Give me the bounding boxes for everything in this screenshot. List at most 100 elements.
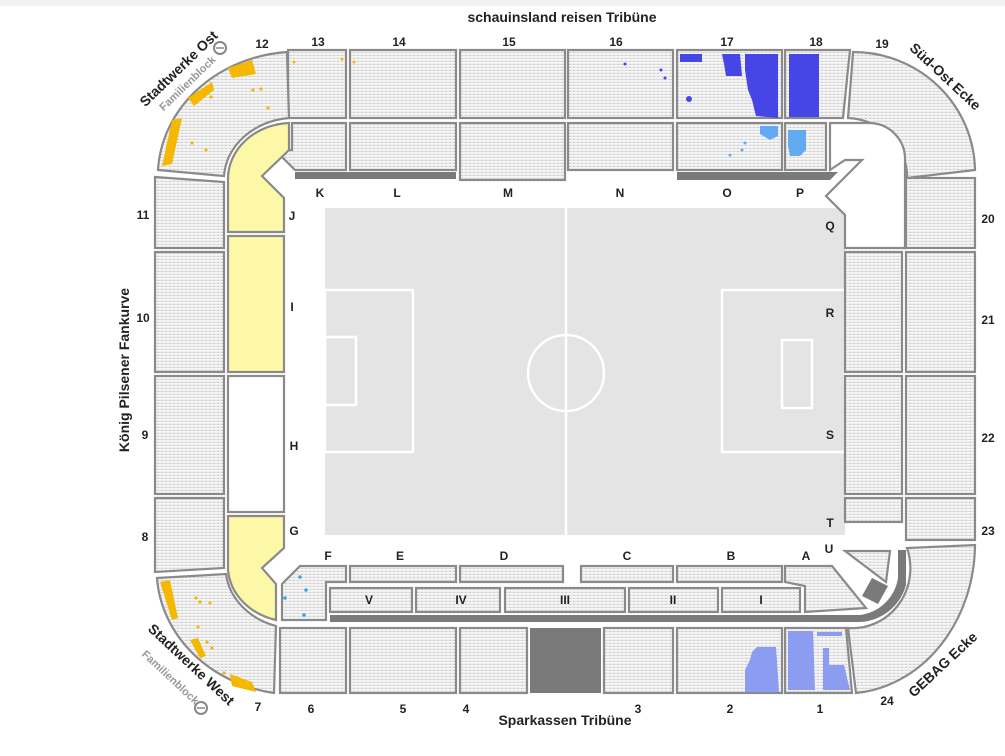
block-8[interactable] xyxy=(153,496,226,574)
selected-seats-1 xyxy=(788,631,850,690)
label-block-IV: IV xyxy=(455,593,466,607)
family-seats-7 xyxy=(160,580,256,692)
stand-title-west: König Pilsener Fankurve xyxy=(116,288,132,452)
block-I-roman[interactable] xyxy=(720,586,802,614)
block-20[interactable] xyxy=(904,176,977,250)
block-K[interactable] xyxy=(272,121,348,172)
label-block-16: 16 xyxy=(609,35,623,49)
label-block-23: 23 xyxy=(981,524,995,538)
label-block-B: B xyxy=(727,549,736,563)
block-14[interactable] xyxy=(348,48,458,120)
label-block-II: II xyxy=(670,593,677,607)
label-block-N: N xyxy=(616,186,625,200)
label-block-Q: Q xyxy=(825,219,834,233)
block-10[interactable] xyxy=(153,250,226,374)
corner-sw xyxy=(155,572,278,695)
block-III[interactable] xyxy=(503,586,627,614)
label-block-C: C xyxy=(623,549,632,563)
block-E[interactable] xyxy=(348,564,458,584)
label-block-21: 21 xyxy=(981,313,995,327)
label-block-O: O xyxy=(722,186,731,200)
label-block-D: D xyxy=(500,549,509,563)
block-V[interactable] xyxy=(328,586,414,614)
selected-seats-17 xyxy=(680,54,778,118)
family-icon xyxy=(213,41,227,55)
block-J[interactable] xyxy=(226,121,291,234)
south-stand xyxy=(278,626,854,695)
block-23[interactable] xyxy=(904,496,977,542)
family-icon xyxy=(194,701,208,715)
label-block-P: P xyxy=(796,186,804,200)
selected-seats-P xyxy=(788,130,806,156)
block-4[interactable] xyxy=(458,626,529,695)
block-S[interactable] xyxy=(843,374,904,496)
label-block-18: 18 xyxy=(809,35,823,49)
block-13[interactable] xyxy=(286,48,348,120)
selected-seats-O xyxy=(760,126,778,140)
label-block-U: U xyxy=(825,542,834,556)
block-M[interactable] xyxy=(458,121,567,182)
label-block-H: H xyxy=(290,439,299,453)
block-22[interactable] xyxy=(904,374,977,496)
block-L[interactable] xyxy=(348,121,458,172)
south-inner xyxy=(280,564,869,622)
block-B[interactable] xyxy=(675,564,784,584)
label-block-12: 12 xyxy=(255,37,269,51)
block-number-labels: 1 2 3 4 5 6 7 8 9 10 11 12 13 14 15 16 1… xyxy=(136,35,995,716)
label-block-1: 1 xyxy=(817,702,824,716)
block-C[interactable] xyxy=(579,564,675,584)
label-block-13: 13 xyxy=(311,35,325,49)
label-block-R: R xyxy=(826,306,835,320)
label-block-I: I xyxy=(290,300,293,314)
label-block-V: V xyxy=(365,593,373,607)
block-6[interactable] xyxy=(278,626,348,695)
top-bar xyxy=(0,0,1005,6)
west-stand xyxy=(153,175,286,622)
block-3[interactable] xyxy=(602,626,675,695)
label-block-14: 14 xyxy=(392,35,406,49)
block-15[interactable] xyxy=(458,48,567,120)
north-stand xyxy=(272,48,852,182)
walkway-bar xyxy=(295,172,456,179)
block-U[interactable] xyxy=(841,549,892,585)
label-block-G: G xyxy=(289,524,298,538)
block-F[interactable] xyxy=(280,564,348,622)
block-11[interactable] xyxy=(153,175,226,250)
label-block-F: F xyxy=(324,549,331,563)
label-block-III: III xyxy=(560,593,570,607)
label-block-E: E xyxy=(396,549,404,563)
block-T[interactable] xyxy=(843,496,904,524)
label-block-M: M xyxy=(503,186,513,200)
block-H[interactable] xyxy=(226,374,286,514)
block-Q-area[interactable] xyxy=(824,121,907,250)
east-stand xyxy=(841,176,977,585)
label-block-10: 10 xyxy=(136,311,150,325)
selected-seats-18 xyxy=(789,54,819,117)
block-24[interactable] xyxy=(846,543,977,695)
stand-title-south: Sparkassen Tribüne xyxy=(498,712,631,728)
block-21[interactable] xyxy=(904,250,977,374)
block-R[interactable] xyxy=(843,250,904,374)
label-block-L: L xyxy=(393,186,400,200)
label-block-I-roman: I xyxy=(759,593,762,607)
label-block-A: A xyxy=(802,549,811,563)
block-IV[interactable] xyxy=(414,586,502,614)
block-G[interactable] xyxy=(226,514,286,622)
label-block-8: 8 xyxy=(142,530,149,544)
walkway-stairs xyxy=(862,578,888,604)
block-16[interactable] xyxy=(566,48,675,120)
label-block-17: 17 xyxy=(720,35,734,49)
corner-nw xyxy=(156,50,291,234)
block-A[interactable] xyxy=(783,564,869,614)
block-7[interactable] xyxy=(155,572,278,695)
block-D[interactable] xyxy=(458,564,565,584)
family-seats-12 xyxy=(162,60,256,166)
block-5[interactable] xyxy=(348,626,458,695)
label-block-7: 7 xyxy=(255,700,262,714)
block-9[interactable] xyxy=(153,374,226,496)
label-block-24: 24 xyxy=(880,694,894,708)
block-II[interactable] xyxy=(627,586,720,614)
block-I[interactable] xyxy=(226,234,286,374)
label-block-3: 3 xyxy=(635,702,642,716)
block-N[interactable] xyxy=(566,121,675,172)
